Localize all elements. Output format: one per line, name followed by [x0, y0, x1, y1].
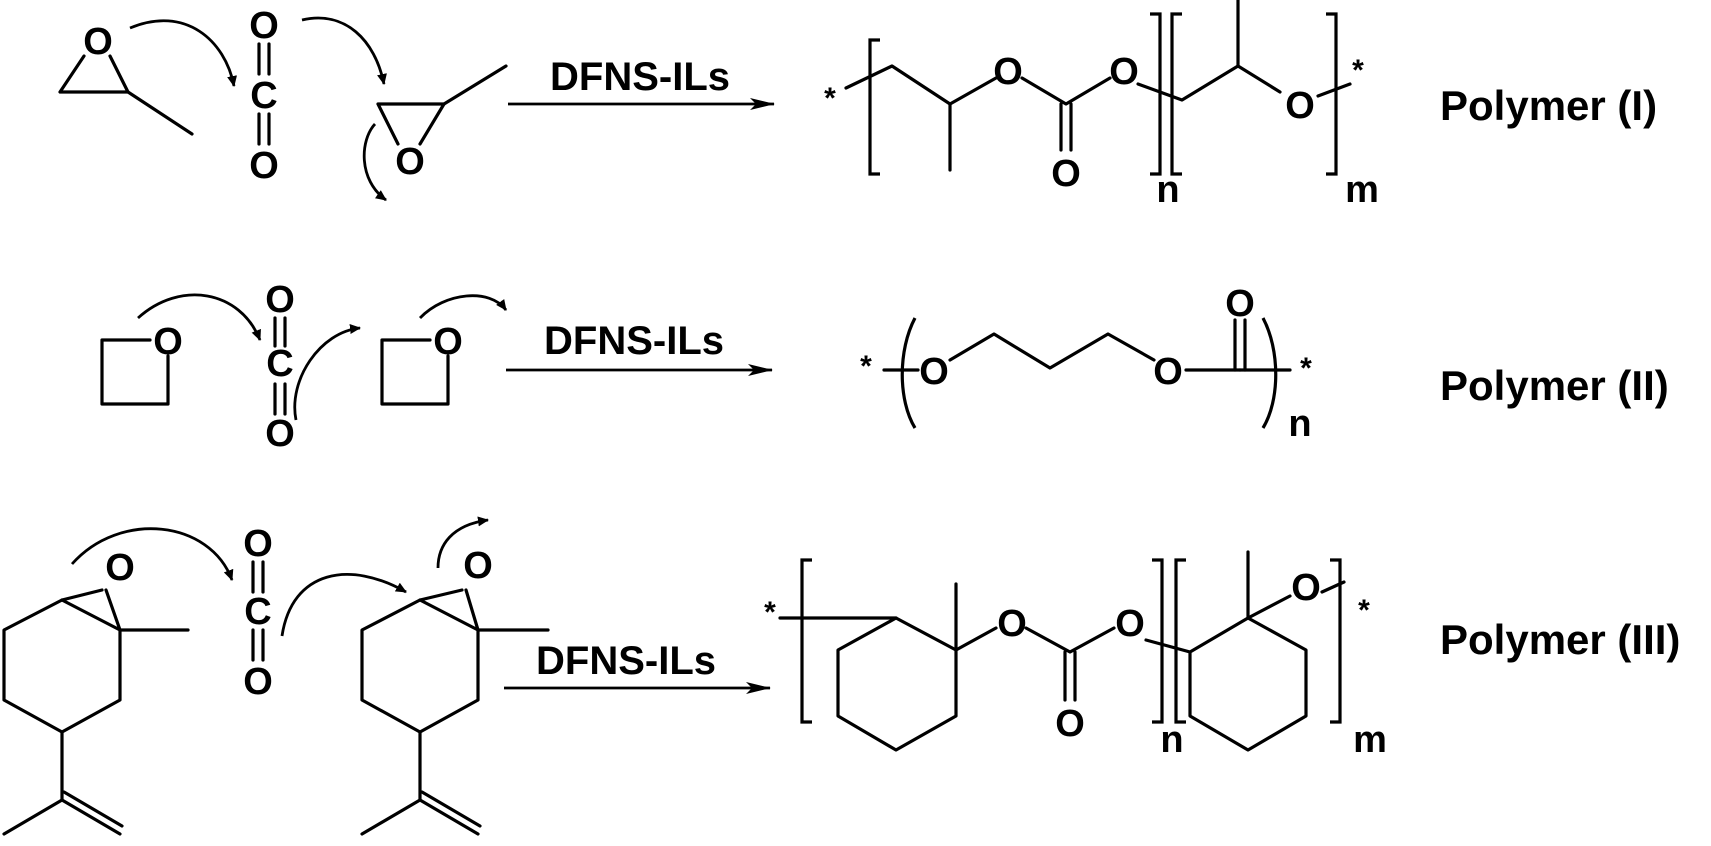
oxygen-atom: O: [243, 523, 273, 565]
carbon-atom: C: [250, 75, 277, 117]
polymer-3-structure: * O O O n O * m: [764, 550, 1387, 761]
row-1: O O C O O DFNS-ILs * O: [58, 0, 1657, 211]
reaction-condition-label: DFNS-ILs: [536, 639, 716, 683]
end-group-star: *: [764, 596, 776, 629]
oxygen-atom: O: [1109, 51, 1139, 93]
carbon-atom: C: [244, 591, 271, 633]
oxygen-atom: O: [997, 603, 1027, 645]
polymer-1-structure: * O O O n O * m: [824, 0, 1379, 211]
oxetane-monomer: O: [100, 321, 183, 406]
repeat-m-label: m: [1345, 169, 1379, 211]
oxygen-atom: O: [265, 413, 295, 455]
oxygen-atom: O: [395, 141, 425, 183]
repeat-n-label: n: [1160, 719, 1183, 761]
carbon-atom: C: [266, 343, 293, 385]
oxygen-atom: O: [993, 51, 1023, 93]
oxygen-atom: O: [249, 5, 279, 47]
end-group-star: *: [824, 82, 836, 115]
reaction-condition-label: DFNS-ILs: [544, 319, 724, 363]
repeat-n-label: n: [1288, 403, 1311, 445]
oxygen-atom: O: [919, 351, 949, 393]
end-group-star: *: [1358, 594, 1370, 627]
oxygen-atom: O: [1153, 351, 1183, 393]
row-2: O O C O O DFNS-ILs * O O: [100, 279, 1669, 455]
limonene-oxide-monomer: O: [2, 547, 190, 836]
reaction-condition-label: DFNS-ILs: [550, 55, 730, 99]
limonene-oxide-activated: O: [360, 545, 550, 836]
propylene-oxide-activated: O: [376, 64, 508, 183]
oxygen-atom: O: [1291, 567, 1321, 609]
end-group-star: *: [860, 350, 872, 383]
row-3: O O C O O DFNS-ILs: [2, 516, 1680, 836]
oxygen-atom: O: [105, 547, 135, 589]
oxygen-atom: O: [463, 545, 493, 587]
polymer-2-label: Polymer (II): [1440, 362, 1669, 409]
oxygen-atom: O: [83, 21, 113, 63]
oxygen-atom: O: [249, 145, 279, 187]
oxygen-atom: O: [1051, 153, 1081, 195]
oxygen-atom: O: [433, 321, 463, 363]
polymer-3-label: Polymer (III): [1440, 616, 1680, 663]
oxygen-atom: O: [1055, 703, 1085, 745]
polymer-2-structure: * O O O * n: [860, 283, 1312, 445]
oxygen-atom: O: [1225, 283, 1255, 325]
oxygen-atom: O: [1285, 85, 1315, 127]
repeat-m-label: m: [1353, 719, 1387, 761]
carbon-dioxide: O C O: [249, 5, 279, 187]
carbon-dioxide: O C O: [265, 279, 295, 455]
oxygen-atom: O: [265, 279, 295, 321]
carbon-dioxide: O C O: [243, 523, 273, 703]
end-group-star: *: [1300, 352, 1312, 385]
oxetane-activated: O: [380, 321, 463, 406]
oxygen-atom: O: [1115, 603, 1145, 645]
polymer-1-label: Polymer (I): [1440, 82, 1657, 129]
repeat-n-label: n: [1156, 169, 1179, 211]
oxygen-atom: O: [153, 321, 183, 363]
oxygen-atom: O: [243, 661, 273, 703]
end-group-star: *: [1352, 54, 1364, 87]
propylene-oxide-monomer: O: [58, 21, 194, 136]
